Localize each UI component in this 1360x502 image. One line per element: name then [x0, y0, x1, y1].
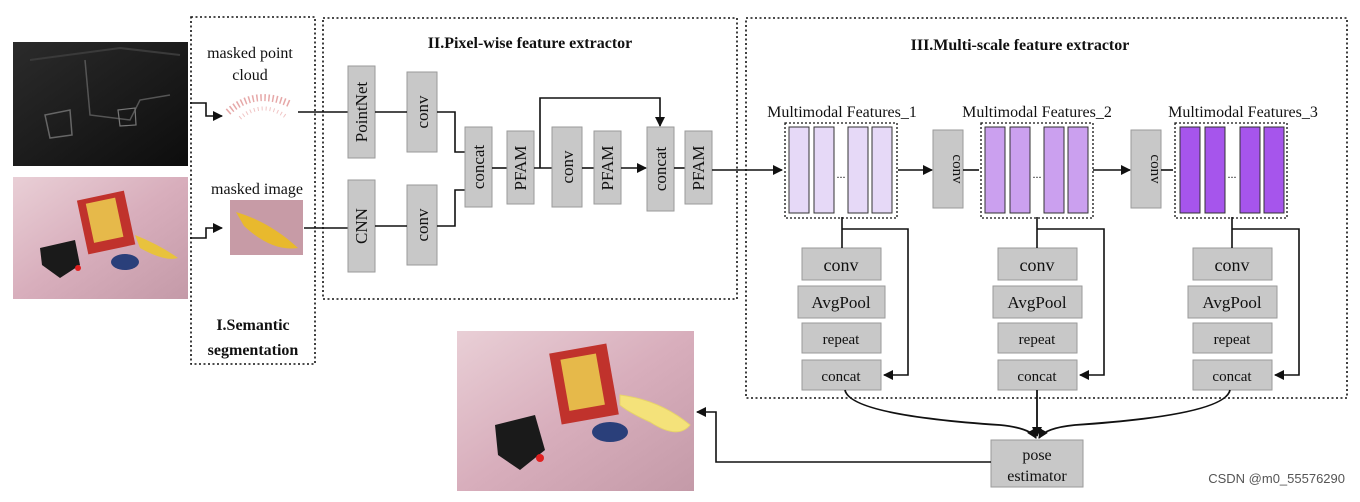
conv-bottom-block: conv	[406, 184, 438, 266]
pfam-1-label: PFAM	[511, 145, 530, 190]
features-2-channel-2	[1009, 126, 1031, 214]
between-conv-2-block: conv	[1130, 129, 1163, 209]
features-3-channel-1	[1179, 126, 1201, 214]
section-multiscale-title: III.Multi-scale feature extractor	[911, 37, 1130, 54]
cnn-label: CNN	[352, 208, 371, 244]
features-3-frame	[1174, 122, 1288, 219]
features-2-ellipsis: ...	[1033, 167, 1042, 181]
pfam-3-block: PFAM	[684, 130, 713, 205]
features-3-title: Multimodal Features_3	[1168, 104, 1318, 121]
branch-1-conv-label: conv	[824, 255, 859, 275]
pose-estimator-line2: estimator	[1007, 468, 1067, 485]
watermark: CSDN @m0_55576290	[1208, 471, 1345, 486]
branch-1: conv AvgPool repeat concat	[797, 247, 886, 391]
pfam-3-label: PFAM	[689, 145, 708, 190]
branch-2: conv AvgPool repeat concat	[992, 247, 1083, 391]
features-1-channel-3	[847, 126, 869, 214]
concat-2-block: concat	[646, 126, 675, 212]
pose-estimator-line1: pose	[1022, 447, 1051, 464]
concat-1-block: concat	[464, 126, 493, 208]
branch-3-conv-label: conv	[1215, 255, 1250, 275]
branch-2-repeat-label: repeat	[1019, 332, 1056, 348]
masked-point-cloud-label-line1: masked point	[207, 45, 293, 62]
features-2-title: Multimodal Features_2	[962, 104, 1112, 121]
branch-1-repeat-label: repeat	[823, 332, 860, 348]
branch-2-conv-label: conv	[1020, 255, 1055, 275]
conv-mid-block: conv	[551, 126, 583, 208]
features-3-channel-2	[1204, 126, 1226, 214]
between-conv-1-label: conv	[949, 154, 965, 184]
conv-top-block: conv	[406, 71, 438, 153]
concat-1-label: concat	[469, 145, 488, 190]
section-semantic-frame	[190, 16, 316, 365]
section-semantic-title-line2: segmentation	[208, 342, 299, 359]
section-pixelwise-frame	[322, 17, 738, 300]
branch-2-avgpool-label: AvgPool	[1007, 293, 1066, 312]
concat-2-label: concat	[651, 147, 670, 192]
between-conv-1-block: conv	[932, 129, 965, 209]
features-2-channel-4	[1067, 126, 1089, 214]
branch-1-avgpool-label: AvgPool	[811, 293, 870, 312]
features-1-title: Multimodal Features_1	[767, 104, 917, 121]
features-3-channel-3	[1239, 126, 1261, 214]
output-pose-image	[457, 331, 694, 491]
masked-banana-image	[230, 200, 303, 255]
features-2-channel-1	[984, 126, 1006, 214]
features-2-channel-3	[1043, 126, 1065, 214]
branch-3-avgpool-label: AvgPool	[1202, 293, 1261, 312]
conv-top-label: conv	[413, 95, 432, 129]
conv-mid-label: conv	[558, 150, 577, 184]
cnn-block: CNN	[347, 179, 376, 273]
pfam-2-label: PFAM	[598, 145, 617, 190]
multiscale-groups: .........	[784, 122, 1288, 219]
features-1-frame	[784, 122, 898, 219]
branch-3-concat-label: concat	[1212, 369, 1252, 385]
rgb-scene-image	[13, 177, 188, 299]
pfam-1-block: PFAM	[506, 130, 535, 205]
masked-point-cloud-visual	[225, 94, 292, 120]
between-conv-2-label: conv	[1147, 154, 1163, 184]
conv-bottom-label: conv	[413, 208, 432, 242]
features-1-channel-4	[871, 126, 893, 214]
section-pixelwise-title: II.Pixel-wise feature extractor	[428, 35, 633, 52]
pose-estimator-block: pose estimator	[990, 439, 1084, 488]
features-1-ellipsis: ...	[837, 167, 846, 181]
section-semantic-title-line1: I.Semantic	[216, 317, 289, 334]
pointnet-block: PointNet	[347, 65, 376, 159]
features-1-channel-2	[813, 126, 835, 214]
branch-1-concat-label: concat	[821, 369, 861, 385]
features-1-channel-1	[788, 126, 810, 214]
features-2-frame	[980, 122, 1094, 219]
branch-3: conv AvgPool repeat concat	[1187, 247, 1278, 391]
features-3-ellipsis: ...	[1228, 167, 1237, 181]
masked-point-cloud-label-line2: cloud	[232, 67, 268, 84]
branch-2-concat-label: concat	[1017, 369, 1057, 385]
pfam-2-block: PFAM	[593, 130, 622, 205]
branch-3-repeat-label: repeat	[1214, 332, 1251, 348]
features-3-channel-4	[1263, 126, 1285, 214]
pointnet-label: PointNet	[352, 82, 371, 143]
depth-image	[13, 42, 188, 166]
masked-image-label: masked image	[211, 181, 303, 198]
